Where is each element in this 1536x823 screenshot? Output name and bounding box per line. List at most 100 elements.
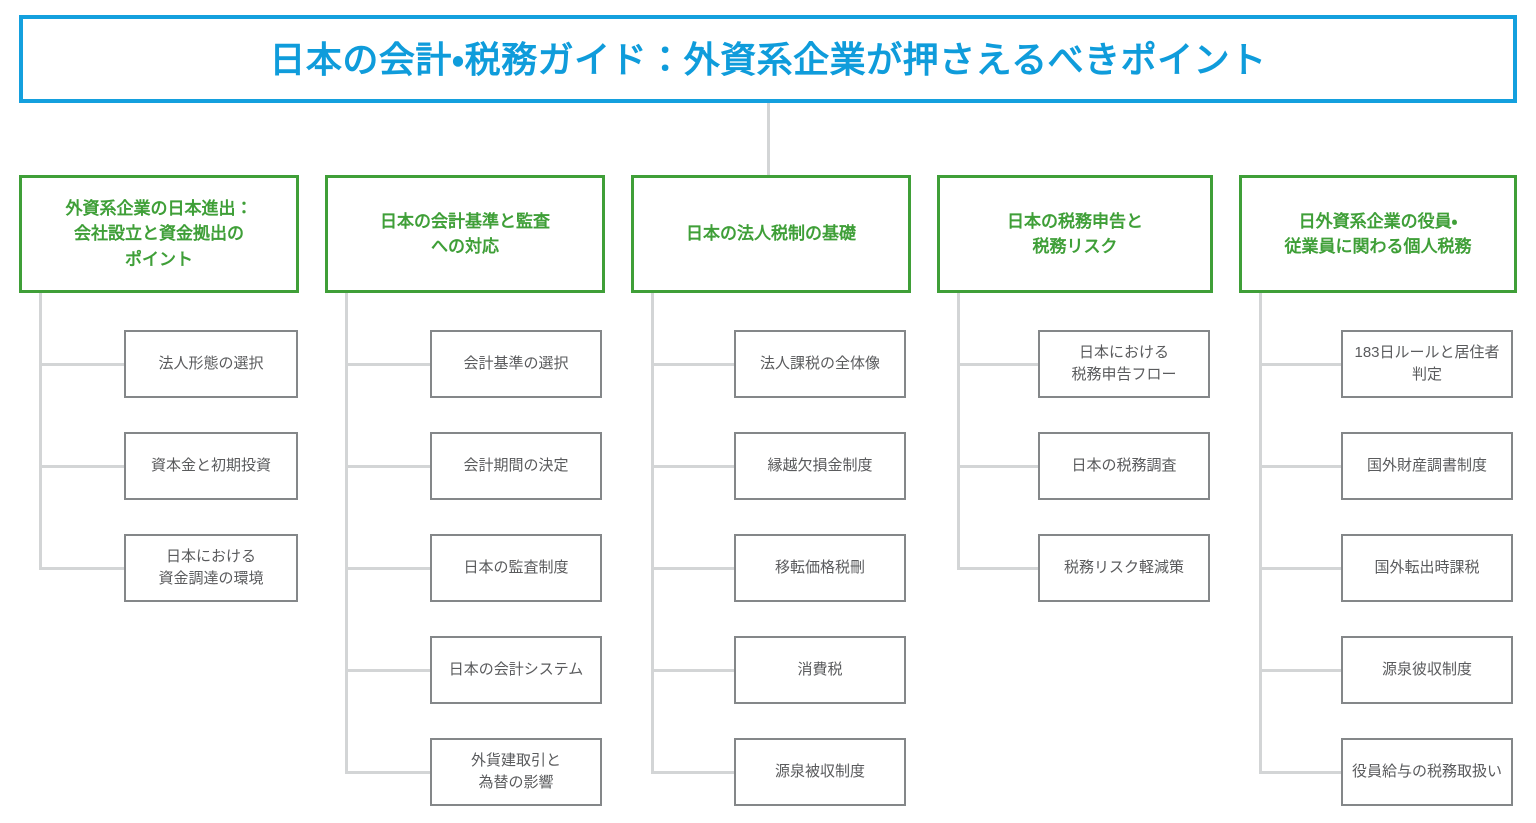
topic-line: 資金調達の環境 [158, 570, 264, 587]
topic-box-label: 移転価格税刪 [769, 557, 871, 579]
topic-box-label: 税務リスク軽減策 [1058, 557, 1190, 579]
topic-box[interactable]: 会計期間の決定 [430, 432, 602, 500]
topic-box[interactable]: 国外転出時課税 [1341, 534, 1513, 602]
topic-box[interactable]: 外貨建取引と為替の影響 [430, 738, 602, 806]
topic-line: 法人課税の全体像 [759, 355, 880, 373]
header-line: 会社設立と資金拠出の [74, 224, 244, 244]
connector-spine-4 [957, 293, 960, 568]
topic-line: 役員給与の税務取扱い [1351, 763, 1502, 781]
header-line: ポイント [125, 249, 193, 269]
topic-box-label: 法人課税の全体像 [754, 353, 886, 375]
topic-box[interactable]: 資本金と初期投資 [124, 432, 298, 500]
topic-line: 国外財産調書制度 [1366, 457, 1487, 475]
connector-branch [651, 771, 734, 774]
topic-box-label: 会計期間の決定 [457, 455, 574, 477]
topic-line: 判定 [1411, 366, 1442, 383]
topic-box[interactable]: 役員給与の税務取扱い [1341, 738, 1513, 806]
topic-box[interactable]: 移転価格税刪 [734, 534, 906, 602]
topic-box[interactable]: 日本の税務調査 [1038, 432, 1210, 500]
column-header-label: 日本の税務申告と税務リスク [999, 209, 1151, 260]
topic-line: 183日ルールと居住者 [1354, 344, 1500, 362]
topic-box[interactable]: 日本の監査制度 [430, 534, 602, 602]
connector-branch [345, 669, 430, 672]
diagram-title-box: 日本の会計・税務ガイド：外資系企業が押さえるべきポイント [19, 15, 1517, 103]
header-line: 税務リスク [1032, 237, 1118, 256]
topic-box[interactable]: 国外財産調書制度 [1341, 432, 1513, 500]
connector-spine-3 [651, 293, 654, 772]
topic-box-label: 会計基準の選択 [457, 353, 574, 375]
header-line: 日本の会計基準と監査 [380, 211, 550, 231]
topic-line: 消費税 [797, 661, 843, 679]
topic-box[interactable]: 183日ルールと居住者判定 [1341, 330, 1513, 398]
topic-box-label: 日本の会計システム [443, 659, 590, 681]
topic-box-label: 日本の税務調査 [1065, 455, 1182, 477]
topic-box-label: 日本の監査制度 [457, 557, 574, 579]
connector-branch [345, 771, 430, 774]
connector-spine-2 [345, 293, 348, 772]
connector-spine-5 [1259, 293, 1262, 772]
topic-box[interactable]: 日本における税務申告フロー [1038, 330, 1210, 398]
topic-line: 源泉被収制度 [774, 763, 865, 781]
topic-box[interactable]: 法人課税の全体像 [734, 330, 906, 398]
connector-branch [39, 567, 124, 570]
column-header-5[interactable]: 日外資系企業の役員・従業員に関わる個人税務 [1239, 175, 1517, 293]
connector-branch [345, 465, 430, 468]
connector-spine-1 [39, 293, 42, 568]
column-header-label: 日本の会計基準と監査への対応 [372, 209, 558, 260]
topic-line: 税務申告フロー [1071, 366, 1177, 383]
connector-branch [957, 363, 1038, 366]
connector-branch [651, 363, 734, 366]
topic-box-label: 日本における税務申告フロー [1065, 342, 1182, 386]
connector-branch [957, 567, 1038, 570]
topic-box-label: 資本金と初期投資 [145, 455, 277, 477]
topic-box[interactable]: 法人形態の選択 [124, 330, 298, 398]
topic-box-label: 源泉彼収制度 [1376, 659, 1478, 681]
connector-branch [1259, 669, 1341, 672]
topic-box-label: 法人形態の選択 [152, 353, 269, 375]
connector-branch [345, 363, 430, 366]
connector-branch [1259, 363, 1341, 366]
connector-branch [39, 465, 124, 468]
topic-box[interactable]: 源泉被収制度 [734, 738, 906, 806]
column-header-2[interactable]: 日本の会計基準と監査への対応 [325, 175, 605, 293]
topic-line: 日本における [165, 548, 256, 566]
topic-line: 会計基準の選択 [463, 355, 569, 373]
topic-box-label: 外貨建取引と為替の影響 [465, 750, 567, 794]
topic-line: 外貨建取引と [470, 752, 561, 770]
page-title: 日本の会計・税務ガイド：外資系企業が押さえるべきポイント [269, 38, 1267, 80]
column-header-label: 日外資系企業の役員・従業員に関わる個人税務 [1277, 209, 1480, 260]
topic-line: 日本の税務調査 [1071, 457, 1177, 475]
topic-box[interactable]: 源泉彼収制度 [1341, 636, 1513, 704]
header-line: 従業員に関わる個人税務 [1284, 237, 1472, 256]
topic-line: 会計期間の決定 [463, 457, 569, 475]
topic-box-label: 源泉被収制度 [769, 761, 871, 783]
header-line: 日本の法人税制の基礎 [686, 224, 856, 244]
topic-box[interactable]: 日本の会計システム [430, 636, 602, 704]
topic-line: 縁越欠損金制度 [767, 457, 873, 475]
connector-branch [651, 567, 734, 570]
topic-box-label: 183日ルールと居住者判定 [1348, 342, 1505, 386]
topic-box-label: 国外転出時課税 [1368, 557, 1485, 579]
topic-line: 移転価格税刪 [774, 559, 865, 577]
topic-box[interactable]: 会計基準の選択 [430, 330, 602, 398]
column-header-3[interactable]: 日本の法人税制の基礎 [631, 175, 911, 293]
topic-box[interactable]: 税務リスク軽減策 [1038, 534, 1210, 602]
column-header-label: 外資系企業の日本進出：会社設立と資金拠出のポイント [58, 196, 261, 273]
topic-box[interactable]: 消費税 [734, 636, 906, 704]
topic-box[interactable]: 縁越欠損金制度 [734, 432, 906, 500]
topic-line: 日本における [1078, 344, 1169, 362]
column-header-1[interactable]: 外資系企業の日本進出：会社設立と資金拠出のポイント [19, 175, 299, 293]
topic-line: 国外転出時課税 [1374, 559, 1480, 577]
header-line: への対応 [431, 237, 499, 256]
topic-box-label: 縁越欠損金制度 [761, 455, 878, 477]
header-line: 日外資系企業の役員・ [1298, 211, 1458, 231]
topic-line: 法人形態の選択 [158, 355, 264, 373]
topic-box[interactable]: 日本における資金調達の環境 [124, 534, 298, 602]
topic-line: 税務リスク軽減策 [1063, 559, 1184, 577]
column-header-label: 日本の法人税制の基礎 [678, 221, 864, 247]
connector-branch [1259, 465, 1341, 468]
topic-box-label: 国外財産調書制度 [1361, 455, 1493, 477]
header-line: 日本の税務申告と [1007, 211, 1143, 231]
column-header-4[interactable]: 日本の税務申告と税務リスク [937, 175, 1213, 293]
